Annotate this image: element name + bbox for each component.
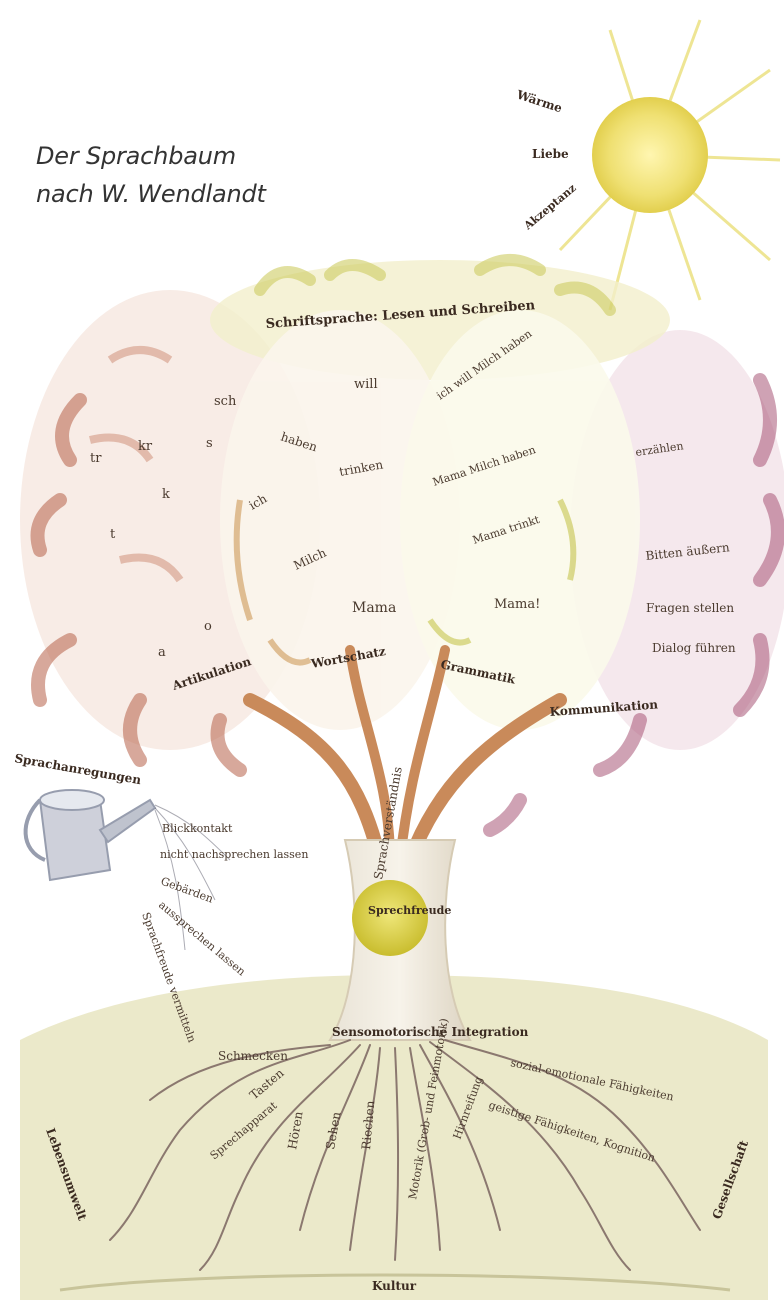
- articulation-sound-0: sch: [214, 394, 237, 409]
- watering-can-item-0: Blickkontakt: [162, 822, 233, 835]
- articulation-sound-1: kr: [138, 439, 153, 454]
- vocabulary-word-0: will: [354, 377, 378, 392]
- watering-can-item-1: nicht nachsprechen lassen: [160, 848, 308, 861]
- sun: [592, 97, 708, 213]
- communication-item-3: Dialog führen: [652, 641, 736, 655]
- grammar-sentence-3: Mama!: [494, 597, 540, 612]
- root-label-0: Schmecken: [218, 1049, 288, 1063]
- ground-label-bottom: Kultur: [372, 1279, 417, 1293]
- articulation-sound-6: o: [204, 619, 212, 634]
- watering-can: [26, 790, 155, 880]
- sun-label-1: Liebe: [532, 147, 569, 161]
- communication-item-2: Fragen stellen: [646, 601, 734, 615]
- sun-label-2: Akzeptanz: [521, 181, 579, 232]
- trunk-core-label: Sprechfreude: [368, 904, 451, 917]
- vocabulary-word-5: Mama: [352, 600, 396, 616]
- sprechfreude-core: [352, 880, 428, 956]
- articulation-sound-3: tr: [90, 451, 102, 466]
- articulation-sound-7: a: [158, 645, 166, 660]
- roots-base-label: Sensomotorische Integration: [332, 1025, 529, 1039]
- articulation-sound-4: k: [162, 487, 170, 502]
- articulation-sound-2: s: [206, 436, 213, 451]
- watering-can-heading: Sprachanregungen: [13, 751, 142, 787]
- sun-label-0: Wärme: [514, 87, 564, 115]
- articulation-sound-5: t: [110, 527, 116, 542]
